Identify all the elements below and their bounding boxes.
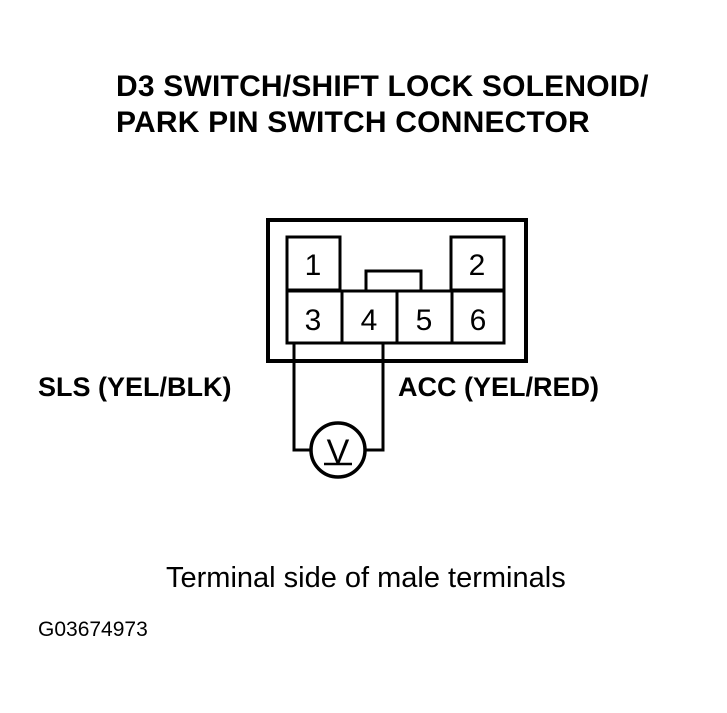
terminal-side-note: Terminal side of male terminals [166,562,566,594]
pin-label-5: 5 [416,304,433,337]
test-lead-acc [366,343,385,452]
test-lead-sls [292,343,311,452]
connector-lock-tab [364,269,423,291]
acc-wire-label: ACC (YEL/RED) [398,372,599,402]
pin-label-4: 4 [361,304,378,337]
pin-label-1: 1 [305,249,322,282]
pin-label-3: 3 [305,304,322,337]
pin-label-6: 6 [470,304,487,337]
voltmeter-symbol: V [327,433,350,471]
diagram-title-line-1: D3 SWITCH/SHIFT LOCK SOLENOID/ [116,70,649,103]
sls-wire-label: SLS (YEL/BLK) [38,372,232,402]
connector-housing [266,218,528,363]
figure-id: G03674973 [38,618,148,641]
pin-label-2: 2 [469,249,486,282]
diagram-title-line-2: PARK PIN SWITCH CONNECTOR [116,106,590,139]
pin-6-cavity [450,289,506,345]
